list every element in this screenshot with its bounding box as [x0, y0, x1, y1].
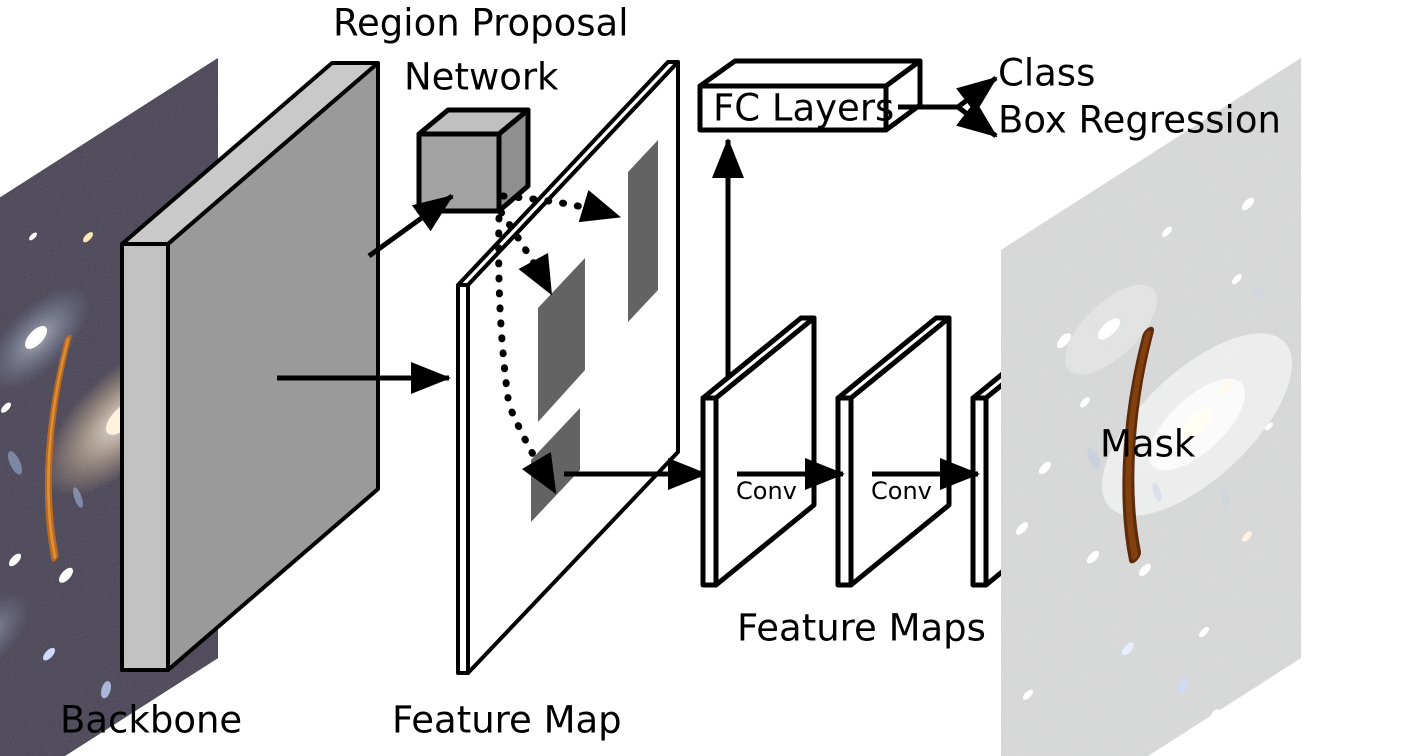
rpn-proposal-arrow-1: [499, 189, 622, 223]
backbone-slab: [120, 61, 380, 672]
feature-maps-label: Feature Maps: [737, 607, 986, 650]
box-regression-label: Box Regression: [998, 99, 1281, 142]
feature-map-label: Feature Map: [392, 699, 622, 742]
fc-to-box-regression-arrow: [956, 100, 998, 138]
region-proposal-network-cube: [416, 107, 531, 214]
conv-label-1: Conv: [736, 477, 797, 505]
fc-layers-box: FC Layers: [697, 58, 923, 133]
proposal-middle: [538, 258, 585, 422]
rpn-input-arrow: [367, 193, 454, 259]
rpn-proposal-arrows: [495, 189, 622, 495]
proposal-tall-right: [628, 140, 658, 322]
feature-map-slab-2: [835, 315, 952, 588]
output-image-plane: [1001, 58, 1301, 756]
feature-map-slab-1: [700, 315, 817, 588]
class-label: Class: [998, 52, 1095, 95]
backbone-label: Backbone: [60, 699, 242, 742]
rpn-proposal-arrow-2b: [495, 214, 512, 402]
rpn-label-line2: Network: [404, 56, 559, 99]
region-proposals: [531, 140, 658, 522]
fc-output-branch: [898, 76, 998, 138]
fc-to-class-arrow: [956, 76, 998, 114]
rpn-proposal-arrow-3: [508, 408, 557, 495]
fc-layers-label: FC Layers: [713, 87, 894, 130]
conv-label-2: Conv: [871, 477, 932, 505]
rpn-proposal-arrow-2: [497, 208, 553, 296]
mask-label: Mask: [1100, 423, 1196, 466]
rpn-label-line1: Region Proposal: [333, 2, 628, 45]
